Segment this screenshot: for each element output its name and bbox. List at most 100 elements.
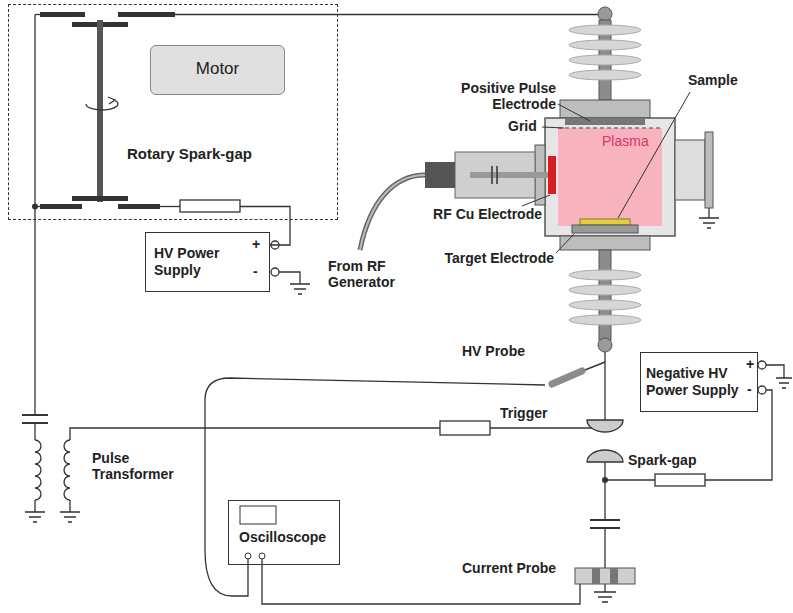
vacuum-chamber <box>572 225 638 233</box>
wire <box>708 208 709 218</box>
resistor-symbol <box>655 474 705 486</box>
wire <box>34 423 35 440</box>
top-insulator <box>569 70 641 80</box>
resistor-symbol <box>180 200 705 486</box>
vacuum-chamber <box>560 236 650 250</box>
wire <box>604 462 605 520</box>
rf-electrode-assembly <box>425 162 455 188</box>
supply-label: HV Power Supply <box>154 245 246 279</box>
current-probe-symbol <box>575 568 635 584</box>
pulse-transformer-coil <box>64 440 70 500</box>
wire <box>69 500 70 512</box>
rotation-arrow <box>86 97 118 110</box>
rotary-spark-gap-symbol <box>40 12 85 17</box>
oscilloscope-label: Oscilloscope <box>239 529 326 546</box>
terminal <box>271 268 279 276</box>
ground-symbol <box>25 512 45 522</box>
vacuum-chamber <box>545 118 675 236</box>
ground-symbol <box>25 218 792 602</box>
part-label: From RF Generator <box>328 258 408 290</box>
capacitor-symbol <box>590 519 620 521</box>
resistor-symbol <box>180 200 240 212</box>
top-insulator <box>569 55 641 65</box>
wire <box>605 479 655 480</box>
wire <box>35 15 784 593</box>
part-label: Pulse Transformer <box>92 450 182 482</box>
vacuum-chamber <box>558 127 662 129</box>
leader-line <box>522 92 690 253</box>
rotary-spark-gap-symbol <box>97 20 103 202</box>
oscilloscope-box: Oscilloscope <box>228 500 340 565</box>
vacuum-chamber <box>580 219 630 225</box>
wire <box>34 500 35 512</box>
part-label: Positive Pulse Electrode <box>438 80 556 112</box>
pulse-transformer-coil <box>35 440 41 500</box>
terminal <box>758 386 766 394</box>
terminal-sign: - <box>253 263 258 280</box>
capacitor-symbol <box>22 422 48 424</box>
wire <box>240 207 290 221</box>
hv-probe-symbol <box>552 371 582 384</box>
dashed-enclosure: Rotary Spark-gap Motor <box>8 4 338 220</box>
junction-dot <box>32 204 38 210</box>
part-label: RF Cu Electrode <box>410 206 542 222</box>
wire <box>705 390 772 480</box>
wire <box>175 14 605 15</box>
oscilloscope-screen <box>240 506 276 524</box>
ground-symbol <box>776 378 792 388</box>
rotary-spark-gap-symbol <box>118 204 160 209</box>
plasma-label: Plasma <box>602 133 649 149</box>
wire <box>70 428 440 440</box>
vacuum-chamber <box>705 132 713 208</box>
part-label: Target Electrode <box>420 250 554 266</box>
vacuum-chamber <box>675 140 705 200</box>
rf-electrode-assembly <box>548 156 556 194</box>
rotary-spark-gap-symbol <box>72 196 128 201</box>
wire <box>34 15 35 416</box>
top-insulator <box>569 40 641 50</box>
motor-box: Motor <box>150 45 285 95</box>
enclosure-title: Rotary Spark-gap <box>127 145 252 162</box>
current-probe-symbol <box>592 568 600 584</box>
capacitor-symbol <box>590 527 620 529</box>
capacitor-symbol <box>22 414 48 416</box>
rotation-arrow <box>108 97 115 104</box>
ground-symbol <box>60 512 80 522</box>
power-supply-box: Negative HV Power Supply+- <box>640 352 758 412</box>
top-insulator <box>569 7 641 100</box>
rf-electrode-assembly <box>360 175 425 250</box>
capacitor-symbol <box>22 415 620 528</box>
current-probe-symbol <box>610 568 618 584</box>
rf-electrode-assembly <box>360 175 425 250</box>
part-label: Grid <box>508 118 537 134</box>
motor-label: Motor <box>151 60 284 77</box>
spark-gap-symbol <box>587 420 623 462</box>
rf-electrode-assembly <box>470 172 548 178</box>
spark-gap-symbol <box>587 420 623 432</box>
wire <box>766 365 784 378</box>
resistor-symbol <box>440 421 490 435</box>
ground-symbol <box>290 284 310 294</box>
hv-probe-symbol <box>205 362 605 596</box>
bottom-insulator <box>569 315 641 325</box>
ground-symbol <box>594 592 616 602</box>
vacuum-chamber <box>565 118 645 125</box>
terminal-sign: + <box>746 356 754 373</box>
pulse-transformer-coil <box>35 440 70 500</box>
part-label: Sample <box>688 72 738 88</box>
bottom-insulator <box>569 300 641 310</box>
leader-line <box>618 92 690 218</box>
wire-line <box>270 220 290 245</box>
terminal <box>758 361 766 369</box>
terminal-sign: + <box>252 236 260 253</box>
oscilloscope-screen <box>259 553 265 559</box>
rotary-spark-gap-symbol <box>40 204 82 209</box>
junction-dot <box>32 204 608 484</box>
bottom-insulator <box>569 250 641 352</box>
oscilloscope-screen <box>245 553 251 559</box>
part-label: HV Probe <box>462 343 525 359</box>
power-supply-box: HV Power Supply + - <box>145 232 270 292</box>
spark-gap-symbol <box>587 450 623 462</box>
rf-electrode-assembly <box>492 166 497 184</box>
